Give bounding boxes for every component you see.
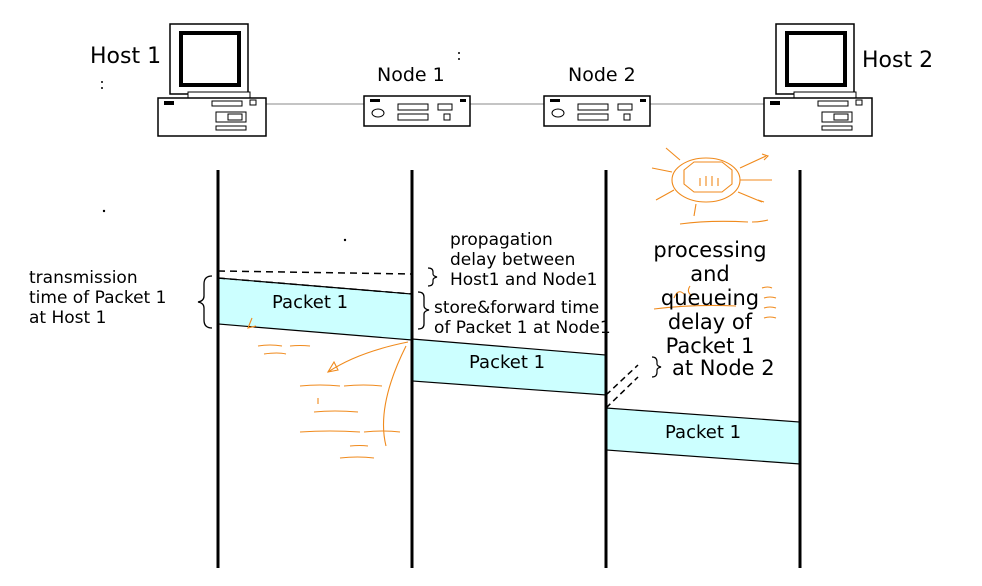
- processing-line-3: queueing: [660, 286, 760, 310]
- transmission-brace: [197, 275, 213, 329]
- processing-line-1: processing: [653, 238, 767, 262]
- store-forward-line-1: store&forward time: [434, 298, 600, 318]
- stray-dot: [343, 238, 347, 242]
- processing-dashed-line: [605, 364, 639, 396]
- packet-label-node1: Packet 1: [469, 352, 546, 373]
- propagation-dashed-line: [217, 270, 413, 275]
- packet-label-node2: Packet 1: [665, 422, 742, 443]
- propagation-line-3: Host1 and Node1: [450, 270, 598, 290]
- host1-computer-icon: [157, 23, 267, 137]
- transmission-line-1: transmission: [29, 268, 138, 288]
- store-forward-brace: [417, 291, 430, 330]
- stray-dot: [458, 52, 460, 54]
- processing-dashed-line-2: [605, 376, 639, 409]
- stray-dot: [458, 58, 460, 60]
- processing-line-2: and: [690, 262, 730, 286]
- host2-computer-icon: [763, 23, 873, 137]
- propagation-dashed-line-2: [217, 277, 413, 295]
- at-node2-label: at Node 2: [672, 356, 775, 380]
- propagation-label: propagation delay between Host1 and Node…: [450, 230, 598, 290]
- node2-label: Node 2: [568, 64, 636, 86]
- store-forward-line-2: of Packet 1 at Node1: [434, 318, 611, 338]
- store-forward-label: store&forward time of Packet 1 at Node1: [434, 298, 611, 338]
- propagation-line-2: delay between: [450, 250, 576, 270]
- host2-label: Host 2: [862, 48, 934, 73]
- handwritten-notes: [247, 147, 777, 459]
- stray-dot: [101, 87, 103, 89]
- processing-line-4: delay of: [667, 310, 753, 334]
- propagation-line-1: propagation: [450, 230, 553, 250]
- node1-label: Node 1: [377, 64, 445, 86]
- processing-line-5: Packet 1: [665, 334, 755, 358]
- host1-label: Host 1: [90, 44, 162, 69]
- processing-label: processing and queueing delay of Packet …: [650, 238, 770, 358]
- node2-router-icon: [543, 95, 651, 127]
- node1-router-icon: [363, 95, 471, 127]
- propagation-brace: [427, 267, 438, 287]
- stray-dot: [101, 81, 103, 83]
- packet-label-host1: Packet 1: [272, 292, 349, 313]
- transmission-label: transmission time of Packet 1 at Host 1: [29, 268, 166, 328]
- stray-dot: [102, 209, 106, 213]
- node2-brace: [651, 356, 662, 378]
- transmission-line-3: at Host 1: [29, 308, 107, 328]
- transmission-line-2: time of Packet 1: [29, 288, 167, 308]
